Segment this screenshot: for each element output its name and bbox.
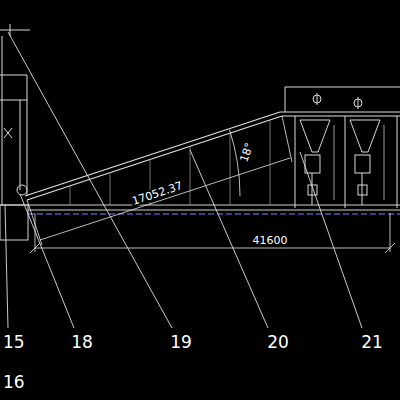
dimension-lines-stroke xyxy=(282,116,292,162)
batching-platform-stroke xyxy=(362,173,363,205)
batching-platform-stroke xyxy=(334,125,335,200)
batching-platform-stroke xyxy=(397,116,398,208)
dimension-lines-stroke xyxy=(385,243,395,253)
leader-lines-stroke xyxy=(300,152,362,328)
dimension-lines xyxy=(27,116,395,253)
inclined-conveyor-stroke xyxy=(280,111,400,112)
inclined-conveyor-stroke xyxy=(25,112,280,196)
leader-lines-stroke xyxy=(8,32,172,328)
batching-platform-stroke xyxy=(355,155,370,173)
batching-platform-stroke xyxy=(350,120,380,152)
leader-lines xyxy=(5,32,362,328)
dimension-lines-stroke xyxy=(230,130,241,196)
batching-platform-stroke xyxy=(285,87,286,112)
ground-base-stroke xyxy=(28,214,400,215)
left-tower-stroke xyxy=(27,75,28,196)
dimension-lines-stroke xyxy=(30,243,40,253)
left-tower-stroke xyxy=(4,128,12,138)
support-struts-stroke xyxy=(230,133,231,205)
batching-platform-stroke xyxy=(300,120,330,152)
ground-base-stroke xyxy=(28,210,400,211)
batching-platform-stroke xyxy=(345,116,346,208)
batching-platform xyxy=(285,87,400,208)
dimension-lines-stroke xyxy=(40,158,290,240)
callout-number: 19 xyxy=(170,334,192,351)
callout-number: 15 xyxy=(3,334,25,351)
batching-platform-stroke xyxy=(358,97,359,109)
dimension-text: 41600 xyxy=(253,235,288,246)
callout-number: 20 xyxy=(267,334,289,351)
leader-lines-stroke xyxy=(5,205,8,328)
batching-platform-stroke xyxy=(358,185,367,195)
left-tower-stroke xyxy=(0,100,27,101)
left-tower-stroke xyxy=(0,75,27,76)
left-tower-stroke xyxy=(4,128,12,138)
ground-base xyxy=(0,205,400,214)
batching-platform-stroke xyxy=(312,173,313,205)
dimension-lines-stroke xyxy=(390,213,391,252)
dimension-lines-stroke xyxy=(27,200,42,245)
inclined-conveyor xyxy=(25,112,400,200)
ground-base-stroke xyxy=(0,205,400,206)
left-tower-stroke xyxy=(17,185,27,195)
callout-number: 18 xyxy=(71,334,93,351)
support-struts-stroke xyxy=(70,186,71,205)
left-tower-stroke xyxy=(0,205,28,240)
inclined-conveyor-stroke xyxy=(282,115,400,116)
left-tower-stroke xyxy=(2,36,3,205)
support-struts-stroke xyxy=(110,173,111,205)
batching-platform-stroke xyxy=(384,125,385,200)
angle-text: 18° xyxy=(238,140,255,164)
support-struts-stroke xyxy=(190,146,191,205)
left-tower-stroke xyxy=(0,30,30,31)
support-struts-stroke xyxy=(270,120,271,205)
dimension-text: 17052.37 xyxy=(129,179,184,206)
batching-platform-stroke xyxy=(317,93,318,105)
batching-platform-stroke xyxy=(305,155,320,173)
left-tower-stroke xyxy=(20,100,21,190)
callout-number: 21 xyxy=(361,334,383,351)
dimension-lines-stroke xyxy=(35,248,390,249)
callout-number: 16 xyxy=(3,374,25,391)
batching-platform-stroke xyxy=(285,87,400,88)
batching-platform-stroke xyxy=(295,116,296,208)
leader-lines-stroke xyxy=(20,194,74,328)
